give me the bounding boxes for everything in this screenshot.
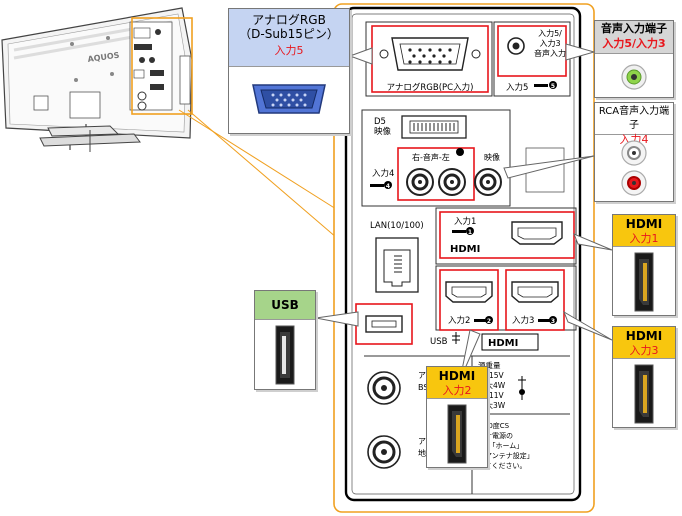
thumbnail-highlight bbox=[131, 17, 193, 115]
input2-label: 入力2 bbox=[448, 315, 470, 326]
rca-jacks-icon bbox=[621, 140, 647, 196]
callout-hdmi-input1: HDMI 入力1 bbox=[612, 214, 676, 316]
lan-label: LAN(10/100) bbox=[370, 221, 424, 231]
rca-audio-label: 右-音声-左 bbox=[412, 152, 450, 162]
callout-hdmi-input2: HDMI 入力2 bbox=[426, 366, 488, 468]
rgb-port-section: アナログRGB(PC入力) bbox=[365, 21, 493, 97]
antenna-b-label: ア地 bbox=[418, 437, 426, 458]
usb-section: USB HDMI bbox=[355, 303, 539, 351]
callout-analog-rgb-title: アナログRGB （D-Sub15ピン） bbox=[239, 13, 339, 41]
callout-analog-rgb-header: アナログRGB （D-Sub15ピン） 入力5 bbox=[229, 9, 349, 67]
callout-hdmi1-input: 入力1 bbox=[629, 232, 659, 245]
rgb-port-label: アナログRGB(PC入力) bbox=[387, 82, 474, 93]
video-label: 映像 bbox=[484, 152, 500, 162]
callout-audio-input-input: 入力5/入力3 bbox=[602, 37, 666, 50]
hdmi-logo-1: HDMI bbox=[450, 244, 480, 255]
tv-brand-logo: AQUOS bbox=[87, 51, 120, 64]
usb-label: USB bbox=[430, 337, 448, 347]
callout-hdmi2-title: HDMI bbox=[438, 369, 476, 383]
hdmi-connector-icon-1 bbox=[634, 252, 654, 312]
callout-rca-audio-title: RCA音声入力端子 bbox=[598, 106, 670, 131]
callout-hdmi3-input: 入力3 bbox=[629, 344, 659, 357]
hdmi-connector-icon-3 bbox=[634, 364, 654, 424]
svg-text:1: 1 bbox=[468, 229, 472, 236]
callout-hdmi2-input: 入力2 bbox=[442, 384, 472, 397]
svg-text:4: 4 bbox=[386, 183, 390, 190]
callout-hdmi3-title: HDMI bbox=[625, 329, 663, 343]
input1-label: 入力1 bbox=[454, 216, 476, 227]
callout-audio-input-title: 音声入力端子 bbox=[601, 22, 667, 35]
mini-jack-icon bbox=[621, 64, 647, 90]
lan-section: LAN(10/100) bbox=[370, 221, 424, 293]
callout-analog-rgb-input: 入力5 bbox=[274, 44, 304, 57]
hdmi-logo-2: HDMI bbox=[488, 338, 518, 349]
svg-text:2: 2 bbox=[487, 318, 491, 325]
usb-connector-icon bbox=[275, 325, 295, 385]
hdmi3-section: 入力3 3 bbox=[505, 269, 565, 331]
input3-label: 入力3 bbox=[512, 315, 534, 326]
hdmi-connector-icon-2 bbox=[447, 404, 467, 464]
callout-audio-input: 音声入力端子 入力5/入力3 bbox=[594, 20, 674, 98]
hdmi2-section: 入力2 2 bbox=[439, 269, 499, 331]
tv-back-thumbnail: AQUOS bbox=[1, 7, 345, 245]
callout-analog-rgb: アナログRGB （D-Sub15ピン） 入力5 bbox=[228, 8, 350, 134]
callout-hdmi1-title: HDMI bbox=[625, 217, 663, 231]
leader-lines bbox=[315, 43, 613, 381]
input5-label: 入力5 bbox=[506, 82, 528, 93]
vga-connector-icon bbox=[252, 84, 326, 114]
callout-rca-audio: RCA音声入力端子 入力4 bbox=[594, 102, 674, 202]
svg-text:5: 5 bbox=[551, 83, 555, 90]
callout-hdmi-input3: HDMI 入力3 bbox=[612, 326, 676, 428]
callout-usb-title: USB bbox=[271, 298, 299, 312]
svg-text:3: 3 bbox=[551, 318, 555, 325]
input4-label: 入力4 bbox=[372, 168, 394, 179]
callout-usb: USB bbox=[254, 290, 316, 390]
